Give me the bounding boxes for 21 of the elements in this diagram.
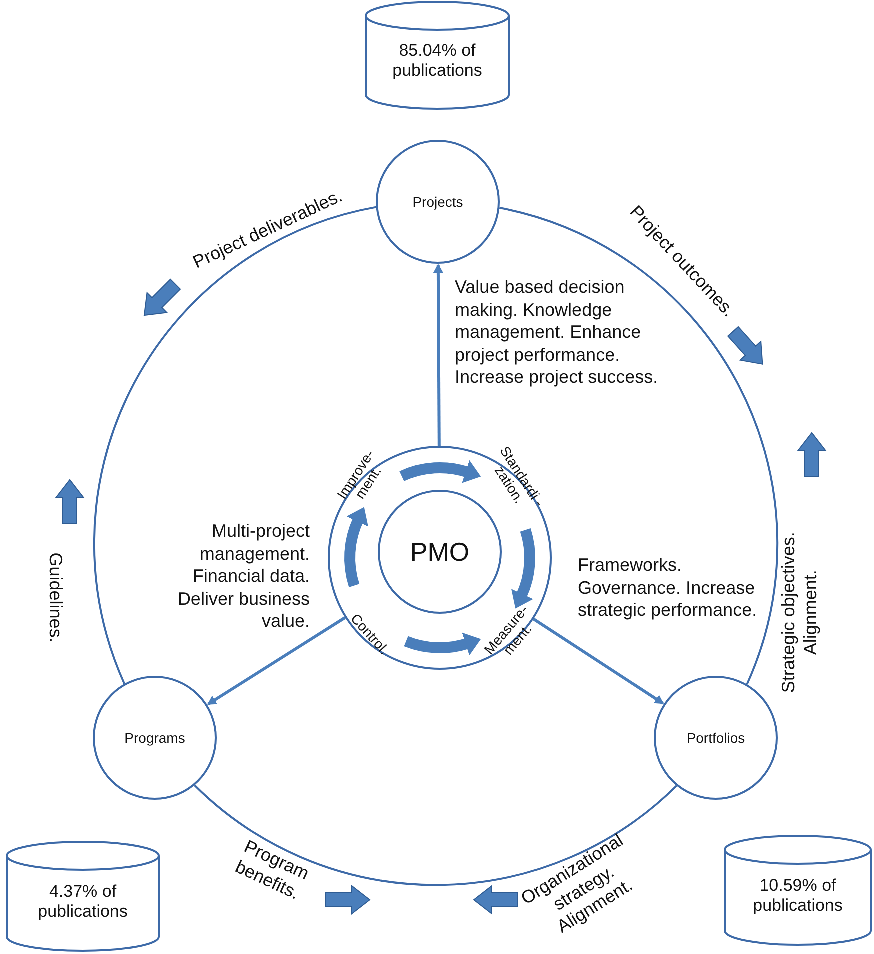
node-label: Projects: [412, 194, 464, 210]
connector-arc: [194, 784, 678, 886]
cylinder-node: [724, 836, 872, 946]
edge-label: Value based decision making. Knowledge management. Enhance project performance. Increase project success.: [455, 276, 660, 388]
node-label: Portfolios: [686, 730, 746, 746]
cylinder-node: [6, 842, 160, 952]
node-label: 85.04% of publications: [392, 40, 484, 82]
node-label: PMO: [410, 536, 470, 568]
connector-arc: [94, 206, 376, 684]
edge-label: Frameworks. Governance. Increase strategic performance.: [578, 554, 758, 622]
edge-label: Multi-project management. Financial data. Deliver business value.: [176, 520, 310, 632]
rotated-label: Strategic objectives. Alignment.: [778, 530, 822, 695]
connector-arc: [499, 207, 778, 685]
node-label: Programs: [124, 730, 186, 746]
node-label: 4.37% of publications: [37, 882, 129, 922]
arrow: [532, 618, 664, 705]
rotated-label: Guidelines.: [44, 552, 66, 643]
node-label: 10.59% of publications: [752, 876, 844, 916]
cylinder-node: [365, 2, 510, 110]
arrow: [207, 616, 346, 706]
arrow: [433, 264, 444, 446]
